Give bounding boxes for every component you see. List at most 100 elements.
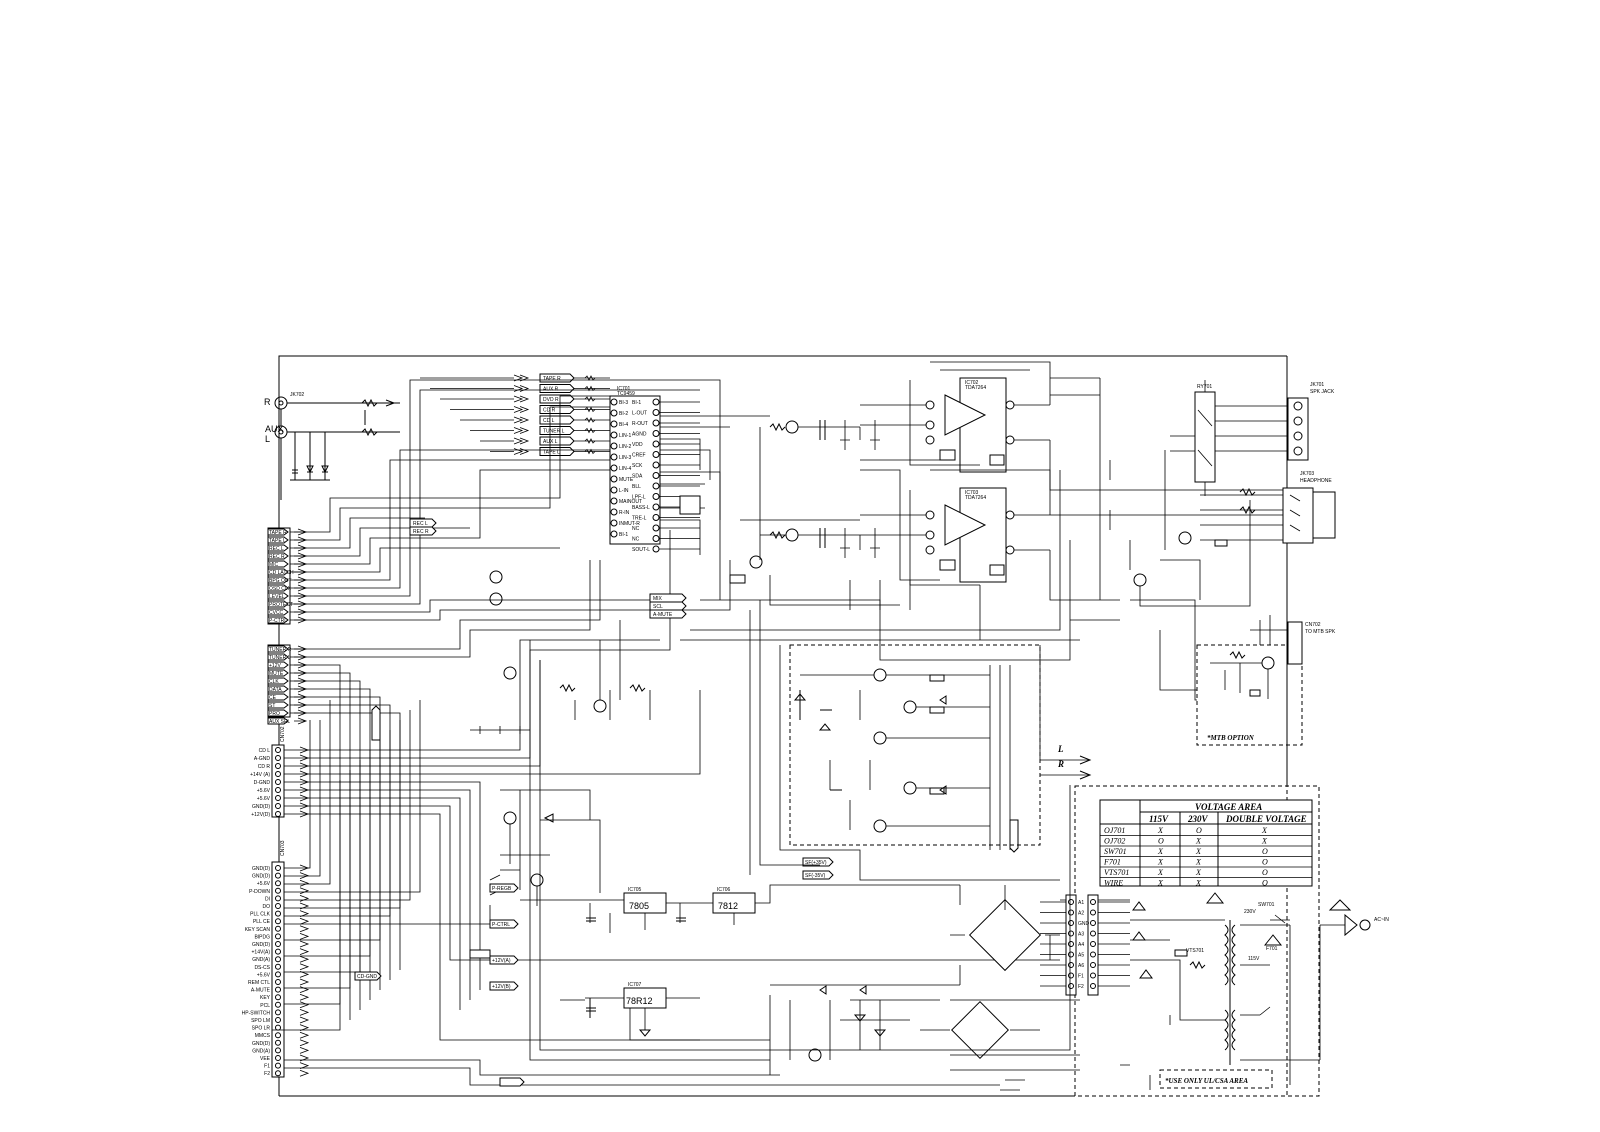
ic702-part: TDA7264 (965, 385, 986, 391)
spk-jack: JK701 SPK JACK RY701 (1170, 380, 1335, 496)
ic701-pin-right: L-OUT (632, 411, 647, 417)
connector-pin-label: CE (269, 695, 277, 701)
aux-jack-ref: JK702 (290, 392, 304, 398)
sw701-label: SW701 (1258, 902, 1275, 908)
voltage-table-cell: X (1195, 858, 1202, 867)
connector-pin-label: OSD CLK (269, 586, 292, 592)
connector-pin-label: GND(D) (252, 942, 270, 948)
ic701-pin-left: LIN-2 (619, 444, 631, 450)
connector-pin-label: MUTE (269, 671, 284, 677)
net-p-regb: P-REGB (492, 886, 512, 892)
connector-pin-label: +5.6V (257, 796, 271, 802)
ic701-pin-right: VDD (632, 442, 643, 448)
ic702-ref: IC702 (965, 380, 979, 386)
power-amp-lower: IC703 TDA7264 (860, 378, 1300, 640)
ic701-pin-left: MUTE (619, 477, 634, 483)
connector-pin-label: CD R (258, 764, 271, 770)
voltage-table-cell: VTS701 (1104, 868, 1129, 877)
ic701-pin-right: SOUT-L (632, 547, 650, 553)
input-tag: CD L (543, 418, 555, 424)
connector-pin-label: CLK (269, 679, 279, 685)
connector-pin-label: +12V(D) (251, 812, 270, 818)
power-pin-label: A4 (1078, 942, 1084, 948)
reg-7805-ref: IC705 (628, 887, 642, 893)
ic701-pin-left: LIN-4 (619, 466, 631, 472)
ic701-ref: IC701 (617, 386, 631, 392)
connector-pin-label: DATA (269, 687, 282, 693)
ic701-pin-right: LPF-L (632, 495, 646, 501)
output-r-label: R (1057, 759, 1064, 769)
voltage-table-cell: X (1261, 826, 1268, 835)
ic701-pin-left: LIN-3 (619, 455, 631, 461)
aux-input: AUX R L JK702 (264, 392, 400, 500)
net-cd-gnd: CD-GND (357, 974, 377, 980)
input-tag: DVD R (543, 397, 559, 403)
power-pin-label: A1 (1078, 900, 1084, 906)
voltage-table-cell: X (1157, 868, 1164, 877)
ic701-pin-left: LIN-1 (619, 433, 631, 439)
ic701-pin-right: NC (632, 537, 640, 543)
ic701-pin-left: BI-4 (619, 422, 628, 428)
vts701-label: VTS701 (1186, 948, 1204, 954)
connector-pin-label: A-MUTE (251, 988, 271, 994)
cn703-bus (284, 700, 1000, 1086)
net-tags: REC L REC R MIX SCL A-MUTE P-REGB P-CTRL… (354, 518, 1019, 1087)
net-12vb: +12V(B) (492, 984, 511, 990)
power-amp-upper: IC702 TDA7264 (860, 361, 1300, 491)
cn702-ref: CN702 (280, 726, 286, 742)
net-12va: +12V(A) (492, 958, 511, 964)
power-pin-label: A5 (1078, 953, 1084, 959)
svg-text:MIX: MIX (653, 596, 663, 602)
voltage-table-cell: O (1196, 826, 1202, 835)
voltage-table-cell: O (1262, 879, 1268, 888)
ic701-pin-left: BI-3 (619, 400, 628, 406)
net-sf-m35: SF(-35V) (805, 873, 826, 879)
voltage-table-cell: X (1261, 837, 1268, 846)
v230-label: 230V (1244, 909, 1256, 915)
reg-78r12-ref: IC707 (628, 982, 642, 988)
reg-7805: 7805 (629, 901, 649, 911)
connector-pin-label: +14V (A) (250, 772, 270, 778)
voltage-table-cell: X (1157, 858, 1164, 867)
ic701-pin-right: BLL (632, 484, 641, 490)
connector-pin-label: DI (265, 896, 270, 902)
connector-pin-label: F2 (264, 1071, 270, 1077)
f701-label: F701 (1266, 946, 1278, 952)
ic701-pin-right: AGND (632, 432, 647, 438)
connector-pin-label: KEY SCAN (245, 927, 271, 933)
connector-pin-label: DS-CS (254, 965, 270, 971)
voltage-table-cell: O (1158, 837, 1164, 846)
headphone-jack: JK703 HEADPHONE (1129, 450, 1336, 607)
regulator-section: 7805 IC705 7812 IC706 78R12 IC707 (520, 819, 960, 1037)
ic701-pin-right: SDA (632, 474, 643, 480)
preamp-section (660, 415, 911, 610)
v115-label: 115V (1248, 956, 1260, 962)
connector-pin-label: GND(D) (252, 804, 270, 810)
connector-pin-label: LEVEL (269, 594, 285, 600)
voltage-area-table: VOLTAGE AREA 115V 230V DOUBLE VOLTAGE OJ… (1099, 799, 1313, 888)
connector-pin-label: ST (269, 703, 275, 709)
connector-pin-label: KEY (260, 995, 271, 1001)
connector-pin-label: BPG OUT (269, 578, 292, 584)
headphone-label: HEADPHONE (1300, 478, 1332, 484)
connector-pin-label: MIC (269, 562, 279, 568)
connector-pin-label: TUNER L (269, 655, 291, 661)
voltage-table-cell: OJ702 (1104, 837, 1125, 846)
connector-pin-label: REC L (269, 546, 284, 552)
mtb-ref: CN702 (1305, 622, 1321, 628)
voltage-table-cell: OJ701 (1104, 826, 1125, 835)
reg-78r12: 78R12 (626, 996, 653, 1006)
connector-pin-label: GND(A) (252, 1048, 270, 1054)
connector-pin-label: P-CTRL (269, 618, 287, 624)
ic701-pin-left: L-IN (619, 488, 629, 494)
connector-pin-label: SPO LR (252, 1026, 271, 1032)
input-tag: TAPE R (543, 376, 561, 382)
ic701-pin-right: BI-1 (632, 400, 641, 406)
ic701-pin-right: TRE-L (632, 516, 647, 522)
connector-pin-label: TUNER R (269, 647, 292, 653)
connector-pin-label: SPO LM (251, 1018, 270, 1024)
connector-pin-label: CD L (259, 748, 271, 754)
ic701-pin-right: CREF (632, 453, 646, 459)
